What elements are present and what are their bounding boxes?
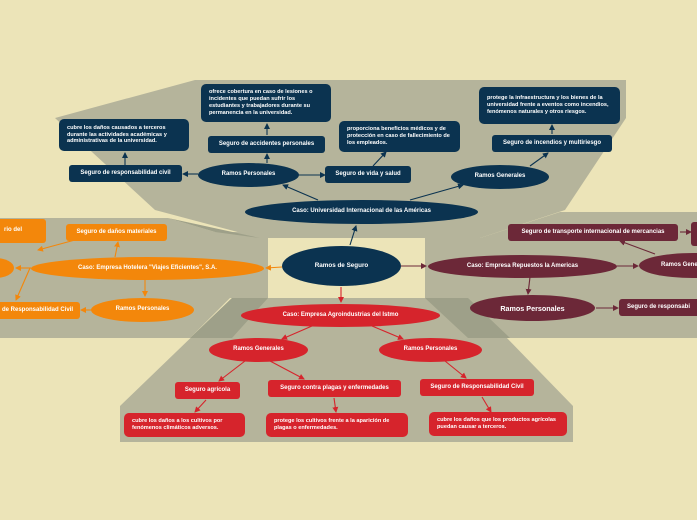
hotelera-seguro-rc[interactable]: de Responsabilidad Civil	[0, 302, 80, 319]
universidad-ramos-personales[interactable]: Ramos Personales	[198, 163, 299, 187]
agro-plagas-description[interactable]: protege los cultivos frente a la aparici…	[266, 413, 408, 437]
agro-seguro-plagas[interactable]: Seguro contra plagas y enfermedades	[268, 380, 401, 397]
agro-seguro-agricola[interactable]: Seguro agrícola	[175, 382, 240, 399]
universidad-incendios-description[interactable]: protege la infraestructura y los bienes …	[479, 87, 620, 124]
central-topic[interactable]: Ramos de Seguro	[282, 246, 401, 286]
agro-seguro-rc[interactable]: Seguro de Responsabilidad Civil	[420, 379, 534, 396]
universidad-rc-description[interactable]: cubre los daños causados a terceros dura…	[59, 119, 189, 151]
universidad-seguro-rc[interactable]: Seguro de responsabilidad civil	[69, 165, 182, 182]
repuestos-seguro-rc[interactable]: Seguro de responsabi	[619, 299, 697, 316]
universidad-seguro-vida[interactable]: Seguro de vida y salud	[325, 166, 411, 183]
agro-rc-description[interactable]: cubre los daños que los productos agríco…	[429, 412, 567, 436]
panel-shadow-left	[190, 298, 268, 338]
repuestos-seguro-transporte[interactable]: Seguro de transporte internacional de me…	[508, 224, 678, 241]
universidad-vida-description[interactable]: proporciona beneficios médicos y de prot…	[339, 121, 460, 152]
hotelera-cut-node-top[interactable]: rio del	[0, 219, 46, 243]
hotelera-case[interactable]: Caso: Empresa Hotelera "Viajes Eficiente…	[31, 257, 264, 280]
panel-shadow-top	[168, 218, 260, 238]
hotelera-ramos-personales[interactable]: Ramos Personales	[91, 298, 194, 322]
agro-case[interactable]: Caso: Empresa Agroindustrias del Istmo	[241, 304, 440, 327]
universidad-seguro-accidentes[interactable]: Seguro de accidentes personales	[208, 136, 325, 153]
universidad-ramos-generales[interactable]: Ramos Generales	[451, 165, 549, 189]
universidad-seguro-incendios[interactable]: Seguro de incendios y multiriesgo	[492, 135, 612, 152]
repuestos-case[interactable]: Caso: Empresa Repuestos la Americas	[428, 255, 617, 278]
universidad-accidentes-description[interactable]: ofrece cobertura en caso de lesiones o i…	[201, 84, 331, 122]
hotelera-cut-node-mid[interactable]	[0, 258, 14, 278]
agro-ramos-personales[interactable]: Ramos Personales	[379, 338, 482, 362]
repuestos-ramos-personales[interactable]: Ramos Personales	[470, 295, 595, 321]
universidad-case[interactable]: Caso: Universidad Internacional de las A…	[245, 200, 478, 224]
agro-ramos-generales[interactable]: Ramos Generales	[209, 338, 308, 362]
hotelera-seguro-danos[interactable]: Seguro de daños materiales	[66, 224, 167, 241]
panel-shadow-right	[425, 298, 510, 338]
repuestos-cut-node-top[interactable]	[691, 222, 697, 246]
agro-agricola-description[interactable]: cubre los daños a los cultivos por fenóm…	[124, 413, 245, 437]
